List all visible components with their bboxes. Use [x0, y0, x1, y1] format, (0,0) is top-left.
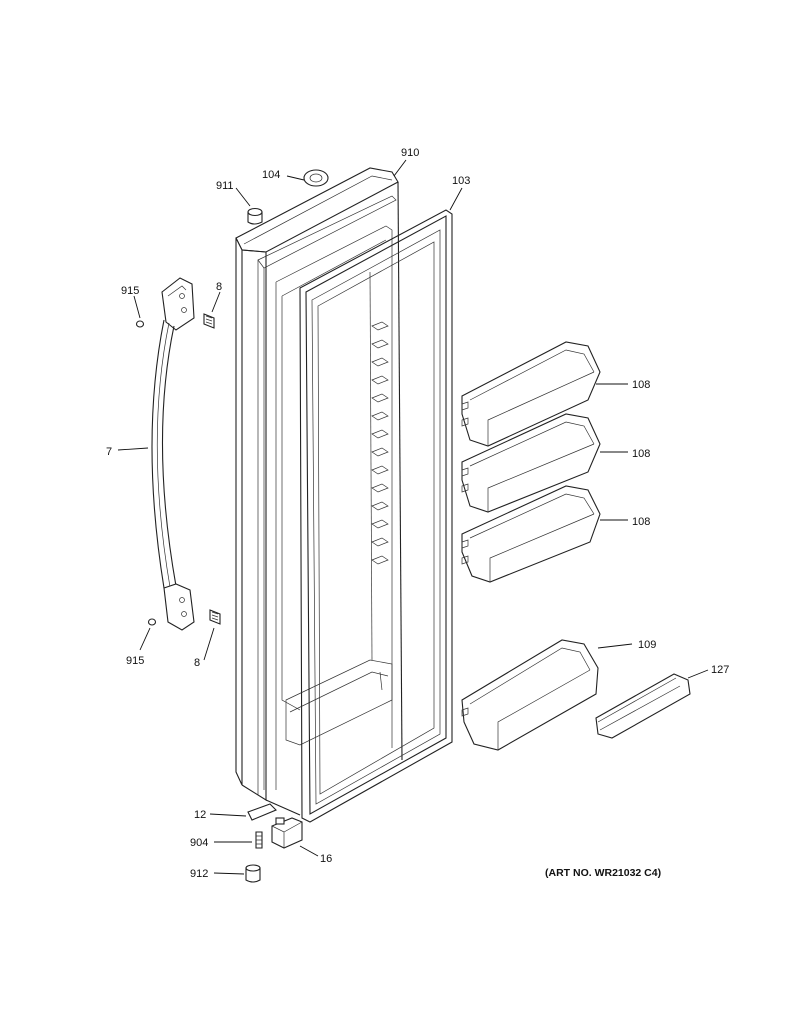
- callout-912: 912: [190, 868, 208, 880]
- liner-ribs: [371, 321, 389, 565]
- callout-904: 904: [190, 837, 208, 849]
- leader-lines: [117, 159, 709, 875]
- callout-127: 127: [711, 664, 729, 676]
- part-7-handle: [151, 277, 195, 631]
- part-16-hinge: [271, 817, 303, 849]
- part-915-bottom: [147, 618, 157, 626]
- part-8-bottom: [209, 609, 221, 625]
- callout-12: 12: [194, 809, 206, 821]
- callout-911: 911: [216, 180, 234, 192]
- part-12-plate: [247, 803, 277, 821]
- part-108-bin-2: [461, 413, 601, 513]
- door-frame: [235, 167, 403, 816]
- part-108-bin-3: [461, 485, 601, 583]
- part-109-dairy-bin: [461, 639, 599, 751]
- part-104-ring: [303, 169, 329, 187]
- part-904-screw: [255, 831, 263, 849]
- door-gasket: [299, 209, 453, 823]
- callout-109: 109: [638, 639, 656, 651]
- callout-915-bottom: 915: [126, 655, 144, 667]
- callout-910: 910: [401, 147, 419, 159]
- callout-103: 103: [452, 175, 470, 187]
- callout-8-top: 8: [216, 281, 222, 293]
- part-915-top: [135, 320, 145, 328]
- part-108-bin-1: [461, 341, 601, 447]
- part-8-top: [203, 313, 215, 329]
- part-127-cover: [595, 673, 691, 739]
- part-912-cap: [245, 864, 261, 883]
- callout-labels: 910 104 911 103 915 8 7 108 108 108 915 …: [106, 147, 729, 880]
- callout-108-b: 108: [632, 448, 650, 460]
- callout-108-c: 108: [632, 516, 650, 528]
- callout-16: 16: [320, 853, 332, 865]
- callout-104: 104: [262, 169, 280, 181]
- art-number: (ART NO. WR21032 C4): [545, 867, 661, 879]
- callout-915-top: 915: [121, 285, 139, 297]
- callout-7: 7: [106, 446, 112, 458]
- callout-108-a: 108: [632, 379, 650, 391]
- callout-8-bottom: 8: [194, 657, 200, 669]
- part-911-bushing: [247, 207, 263, 225]
